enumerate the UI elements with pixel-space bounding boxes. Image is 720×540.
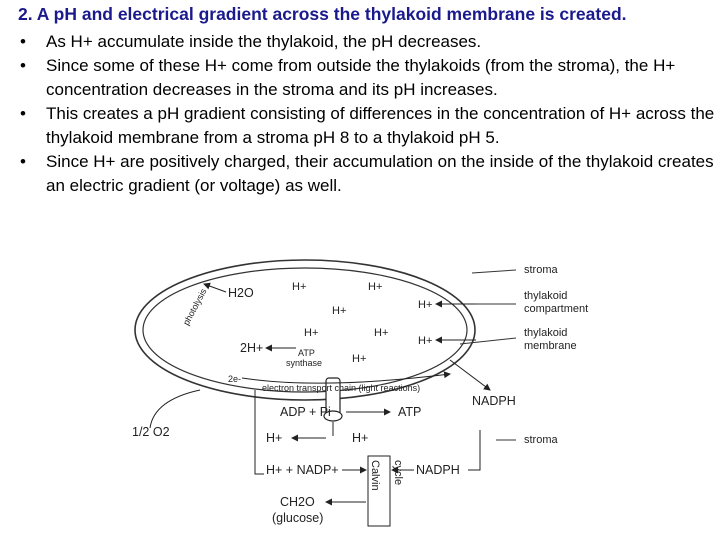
atp-synthase-label-1: ATP — [298, 348, 315, 358]
h-center-label: H+ — [352, 431, 368, 445]
membrane-label-2: membrane — [524, 340, 577, 352]
h-ion: H+ — [374, 327, 388, 339]
thylakoid-inner-membrane — [142, 267, 468, 393]
compartment-label-1: thylakoid — [524, 290, 567, 302]
half-o2-label: 1/2 O2 — [132, 425, 170, 439]
membrane-pointer — [459, 337, 517, 345]
stroma-bottom-label: stroma — [524, 434, 559, 446]
bullet-list: As H+ accumulate inside the thylakoid, t… — [18, 30, 718, 198]
h-ion: H+ — [304, 327, 318, 339]
atp-synthase-head — [323, 410, 343, 422]
calvin-cycle-box — [367, 455, 391, 527]
nadph-top-label: NADPH — [472, 394, 516, 408]
photolysis-label: photolysis — [181, 286, 209, 326]
electron-transport-label: electron transport chain (light reaction… — [262, 383, 420, 393]
bullet-item: This creates a pH gradient consisting of… — [18, 102, 718, 150]
electron-transport-arrow — [241, 371, 451, 384]
nadph-path — [449, 359, 491, 391]
h-nadp-label: H+ + NADP+ — [266, 463, 339, 477]
h2o-label: H2O — [228, 286, 254, 300]
membrane-label-1: thylakoid — [524, 327, 567, 339]
nadph-return-path — [468, 430, 481, 471]
bullet-item: As H+ accumulate inside the thylakoid, t… — [18, 30, 718, 54]
o2-release-path — [149, 389, 201, 429]
h2o-arrow — [203, 282, 227, 293]
atp-synthase-label-2: synthase — [286, 358, 322, 368]
h-ion: H+ — [368, 281, 382, 293]
h-left-label: H+ — [266, 431, 282, 445]
adp-pi-label: ADP + Pi — [280, 405, 331, 419]
cycle-label: cycle — [392, 460, 404, 485]
h-ion: H+ — [292, 281, 306, 293]
compartment-label-2: compartment — [524, 303, 588, 315]
thylakoid-outer-membrane — [134, 259, 476, 401]
nadph-bottom-label: NADPH — [416, 463, 460, 477]
atp-label: ATP — [398, 405, 421, 419]
h-ion: H+ — [418, 335, 432, 347]
two-e-label: 2e- — [228, 374, 241, 384]
bullet-item: Since H+ are positively charged, their a… — [18, 150, 718, 198]
slide-heading: 2. A pH and electrical gradient across t… — [18, 4, 627, 24]
h-ion: H+ — [418, 299, 432, 311]
glucose-label: (glucose) — [272, 511, 323, 525]
h-ion: H+ — [332, 305, 346, 317]
two-h-label: 2H+ — [240, 341, 263, 355]
stroma-label: stroma — [524, 264, 559, 276]
bullet-item: Since some of these H+ come from outside… — [18, 54, 718, 102]
stroma-loop-path — [254, 390, 264, 475]
thylakoid-diagram: stroma thylakoid compartment thylakoid m… — [132, 259, 588, 527]
calvin-label: Calvin — [369, 460, 381, 491]
ch2o-label: CH2O — [280, 495, 315, 509]
h-ion: H+ — [352, 353, 366, 365]
stroma-pointer — [471, 269, 517, 274]
